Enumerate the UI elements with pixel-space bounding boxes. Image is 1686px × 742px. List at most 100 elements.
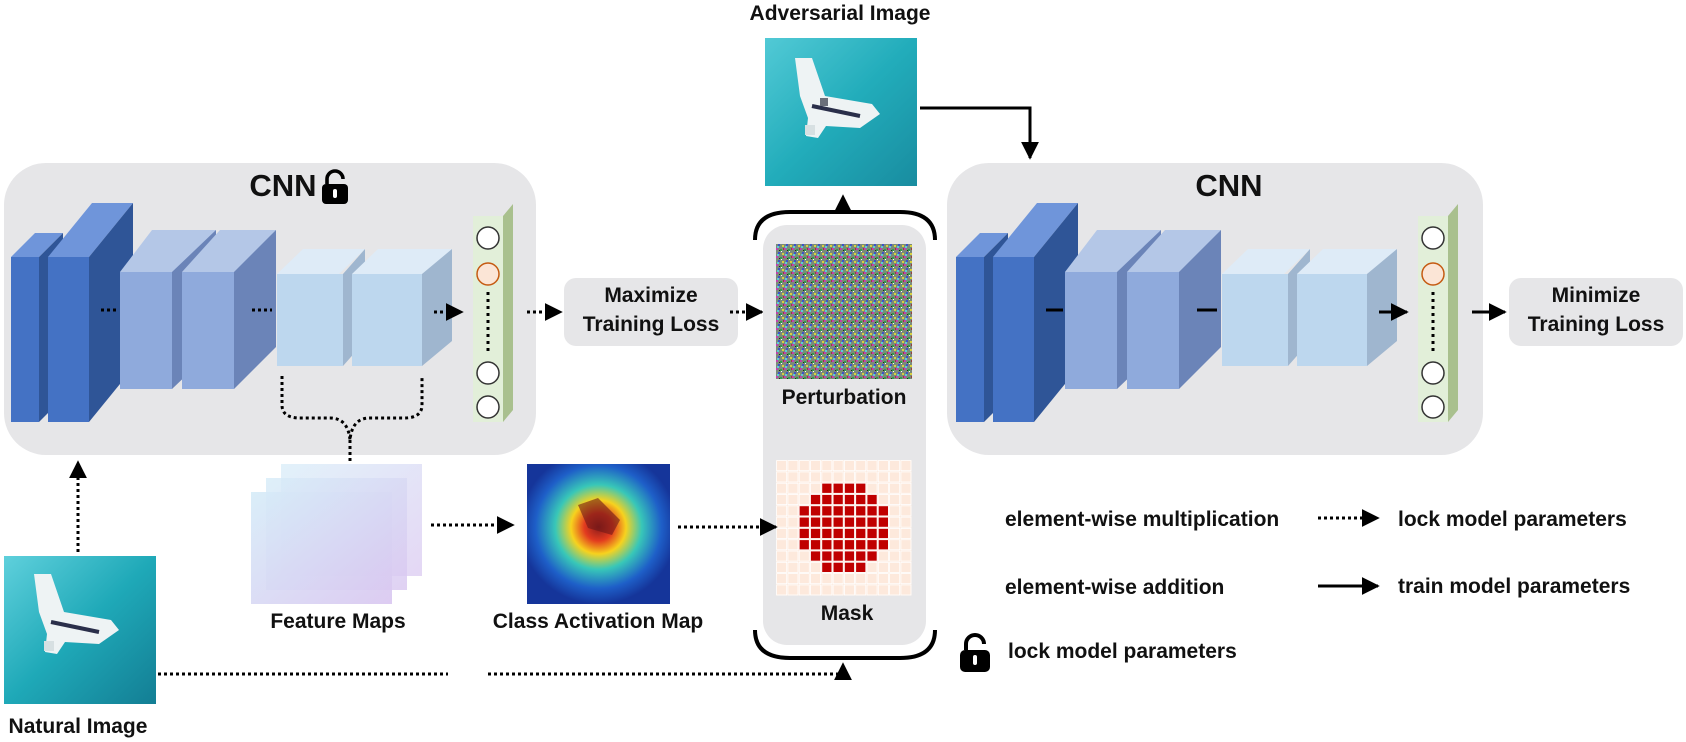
mask-cell (776, 539, 788, 551)
mask-cell (776, 460, 788, 472)
mask-cell (832, 471, 844, 483)
mask-cell (810, 573, 822, 585)
mask-cell (810, 505, 822, 517)
mask-cell (832, 505, 844, 517)
class-activation-map-label: Class Activation Map (493, 610, 703, 633)
mask-cell (889, 505, 901, 517)
conv-layer-2 (48, 203, 133, 422)
adversarial-image (765, 38, 917, 186)
mask-cell (844, 460, 855, 472)
lock-icon (960, 633, 990, 672)
natural-image (4, 556, 156, 704)
mask-cell (877, 561, 889, 573)
feature-brace (280, 376, 424, 441)
mask-cell (776, 584, 788, 596)
mask-cell (776, 494, 788, 506)
mask-cell (866, 460, 878, 472)
cnn-locked-title: CNN (249, 168, 316, 203)
mask-cell (776, 561, 788, 573)
mask-cell (832, 528, 844, 539)
mask-cell (900, 528, 912, 539)
mask-cell (787, 550, 799, 562)
mask-cell (821, 460, 833, 472)
mask-cell (866, 573, 878, 585)
maximize-loss-line2: Training Loss (583, 313, 720, 336)
adversarial-image-label: Adversarial Image (750, 2, 931, 25)
mask-cell (776, 505, 788, 517)
mask-cell (877, 482, 889, 494)
mask-cell (810, 550, 822, 562)
mask-cell (877, 494, 889, 506)
mask-cell (844, 482, 855, 494)
conv-layer-5 (277, 249, 365, 366)
mask-cell (889, 550, 901, 562)
minimize-loss-line1: Minimize (1552, 284, 1641, 307)
mask-cell (798, 460, 810, 472)
mask-cell (855, 573, 867, 585)
mask-cell (900, 573, 912, 585)
conv-layer-r6 (1297, 249, 1397, 366)
mask-cell (798, 561, 810, 573)
mask-cell (855, 528, 867, 539)
mask-cell (889, 584, 901, 596)
mask-cell (900, 460, 912, 472)
minimize-loss-box: Minimize Training Loss (1509, 278, 1683, 346)
mask-cell (832, 482, 844, 494)
cnn-locked-panel: CNN (4, 163, 536, 462)
mask-cell (844, 516, 855, 528)
mask-cell (787, 482, 799, 494)
mask-cell (866, 516, 878, 528)
mask-cell (821, 482, 833, 494)
mask-cell (787, 505, 799, 517)
mask-cell (866, 505, 878, 517)
conv-layer-6 (352, 249, 452, 366)
mask-cell (844, 494, 855, 506)
mask-cell (787, 516, 799, 528)
mask-cell (810, 584, 822, 596)
mask-cell (866, 584, 878, 596)
mask-cell (776, 550, 788, 562)
output-vector-locked (473, 204, 513, 422)
mask-cell (877, 573, 889, 585)
mask-cell (844, 584, 855, 596)
natural-image-label: Natural Image (9, 715, 148, 738)
mask-cell (798, 505, 810, 517)
mask-cell (855, 550, 867, 562)
mask-cell (787, 561, 799, 573)
mask-cell (855, 584, 867, 596)
mask-cell (877, 550, 889, 562)
mask-cell (889, 471, 901, 483)
mask-cell (844, 550, 855, 562)
perturbation-label: Perturbation (782, 386, 907, 409)
mask-cell (798, 584, 810, 596)
mask-cell (889, 528, 901, 539)
mask-cell (810, 471, 822, 483)
output-vector-trained (1418, 204, 1458, 422)
mask-cell (900, 471, 912, 483)
legend-lock-dotted: lock model parameters (1398, 508, 1627, 531)
mask-cell (900, 505, 912, 517)
mask-cell (844, 561, 855, 573)
mask-background (776, 460, 912, 596)
mask-cell (877, 471, 889, 483)
lock-icon (322, 169, 348, 204)
mask-cell (787, 471, 799, 483)
mask-cell (844, 573, 855, 585)
mask-cell (821, 584, 833, 596)
mask-cell (877, 584, 889, 596)
legend-multiplication: element-wise multiplication (1005, 508, 1279, 531)
mask-cell (855, 561, 867, 573)
legend-lock-icon: lock model parameters (1008, 640, 1237, 663)
maximize-loss-line1: Maximize (604, 284, 697, 307)
mask-cell (821, 561, 833, 573)
mask-cell (832, 460, 844, 472)
mask-cell (821, 471, 833, 483)
legend: element-wise multiplication element-wise… (960, 508, 1630, 672)
mask-cell (821, 505, 833, 517)
mask-cell (866, 539, 878, 551)
mask-cell (844, 505, 855, 517)
mask-grid (776, 460, 912, 596)
mask-cell (900, 584, 912, 596)
cnn-trained-title: CNN (1195, 168, 1262, 203)
legend-addition: element-wise addition (1005, 576, 1224, 599)
